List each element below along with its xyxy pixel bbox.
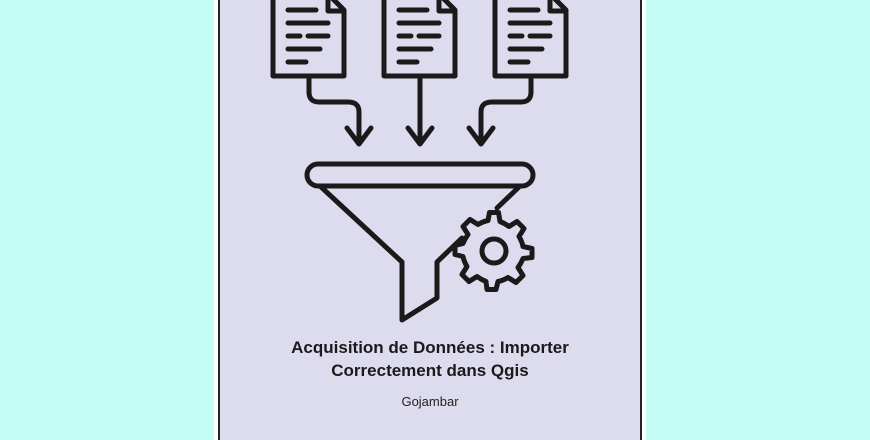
arrow-down-icon (405, 75, 435, 147)
document-icon (381, 0, 458, 79)
gear-icon (452, 210, 535, 292)
book-title-line-1: Acquisition de Données : Importer (291, 338, 569, 357)
funnel-icon (304, 161, 536, 323)
arrow-down-icon (306, 75, 374, 147)
arrow-down-icon (466, 75, 534, 147)
document-icon (270, 0, 347, 79)
cover-card (218, 0, 642, 440)
author-name: Gojambar (401, 394, 459, 409)
book-title-line-2: Correctement dans Qgis (331, 361, 529, 380)
data-funnel-illustration (270, 0, 569, 323)
document-icon (492, 0, 569, 79)
